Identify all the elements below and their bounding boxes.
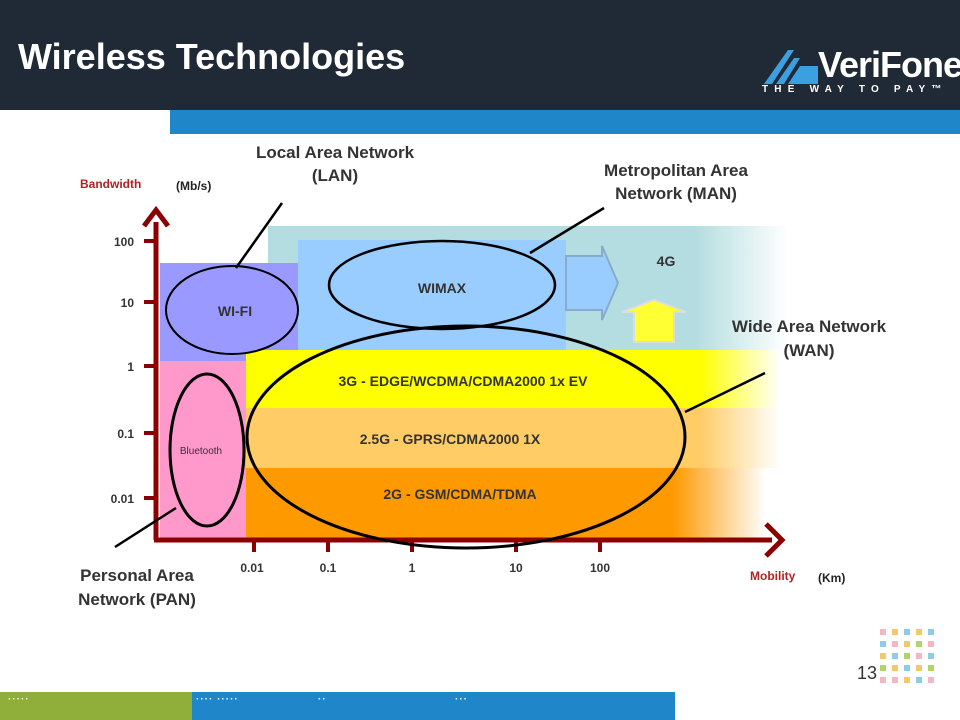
verifone-logo: VeriFone THE WAY TO PAY™ [760, 40, 960, 100]
lan-pointer-line [234, 202, 284, 269]
band-25g [246, 408, 780, 468]
wifi-ellipse [165, 265, 299, 355]
x-axis-unit: (Km) [818, 571, 845, 585]
wan-ellipse [245, 324, 687, 550]
pan-ellipse [168, 372, 246, 528]
x-axis-label: Mobility [750, 569, 796, 583]
pan-callout-line1: Personal Area [80, 566, 194, 585]
footer-dots: ·· [318, 694, 327, 705]
verifone-logo-mark [764, 50, 818, 84]
header-bar [0, 0, 960, 110]
x-tick-label: 0.01 [240, 561, 264, 575]
y-axis-unit: (Mb/s) [176, 179, 211, 193]
band-2g [246, 468, 766, 540]
y-axis-arrowhead [142, 205, 170, 228]
y-tick-label: 100 [114, 235, 134, 249]
wimax-label: WIMAX [418, 280, 467, 296]
slide-title: Wireless Technologies [18, 36, 406, 77]
footer-dots: ··· [455, 694, 468, 705]
footer-green-bar [0, 692, 192, 720]
footer-blue-bar [192, 692, 675, 720]
lan-callout-line2: (LAN) [312, 166, 358, 185]
x-tick-label: 100 [590, 561, 610, 575]
y-tick-label: 0.1 [117, 427, 134, 441]
header-accent-strip [170, 110, 960, 134]
3g-label: 3G - EDGE/WCDMA/CDMA2000 1x EV [339, 373, 589, 389]
4g-label: 4G [657, 253, 676, 269]
y-tick-label: 0.01 [111, 492, 135, 506]
man-callout-line1: Metropolitan Area [604, 161, 748, 180]
wan-callout-line2: (WAN) [784, 341, 835, 360]
logo-tagline: THE WAY TO PAY™ [762, 84, 948, 95]
band-3g [246, 350, 780, 408]
x-axis-arrowhead [764, 522, 786, 558]
2g-label: 2G - GSM/CDMA/TDMA [383, 486, 536, 502]
footer-dots: ····· [8, 694, 30, 705]
man-pointer-line [529, 206, 605, 255]
decorative-dot-grid [880, 629, 942, 691]
wan-pointer-line [684, 371, 766, 414]
pan-callout-line2: Network (PAN) [78, 590, 196, 609]
y-axis-label: Bandwidth [80, 177, 141, 191]
bluetooth-label: Bluetooth [180, 446, 222, 457]
wimax-arrow [565, 245, 620, 321]
wimax-ellipse [327, 239, 557, 331]
25g-label: 2.5G - GPRS/CDMA2000 1X [360, 431, 541, 447]
y-ticks [144, 239, 156, 500]
pan-pointer-line [114, 506, 177, 549]
x-tick-label: 0.1 [320, 561, 337, 575]
wan-callout-line1: Wide Area Network [732, 317, 887, 336]
y-tick-label: 1 [127, 360, 134, 374]
wifi-label: WI-FI [218, 303, 252, 319]
man-callout-line2: Network (MAN) [615, 184, 737, 203]
g3-up-arrow [621, 298, 687, 343]
footer-dots: ···· ····· [196, 694, 239, 705]
lan-callout-line1: Local Area Network [256, 143, 415, 162]
page-number: 13 [857, 663, 878, 683]
x-tick-label: 1 [409, 561, 416, 575]
x-tick-label: 10 [509, 561, 523, 575]
logo-wordmark: VeriFone [818, 44, 960, 85]
y-tick-label: 10 [121, 296, 135, 310]
